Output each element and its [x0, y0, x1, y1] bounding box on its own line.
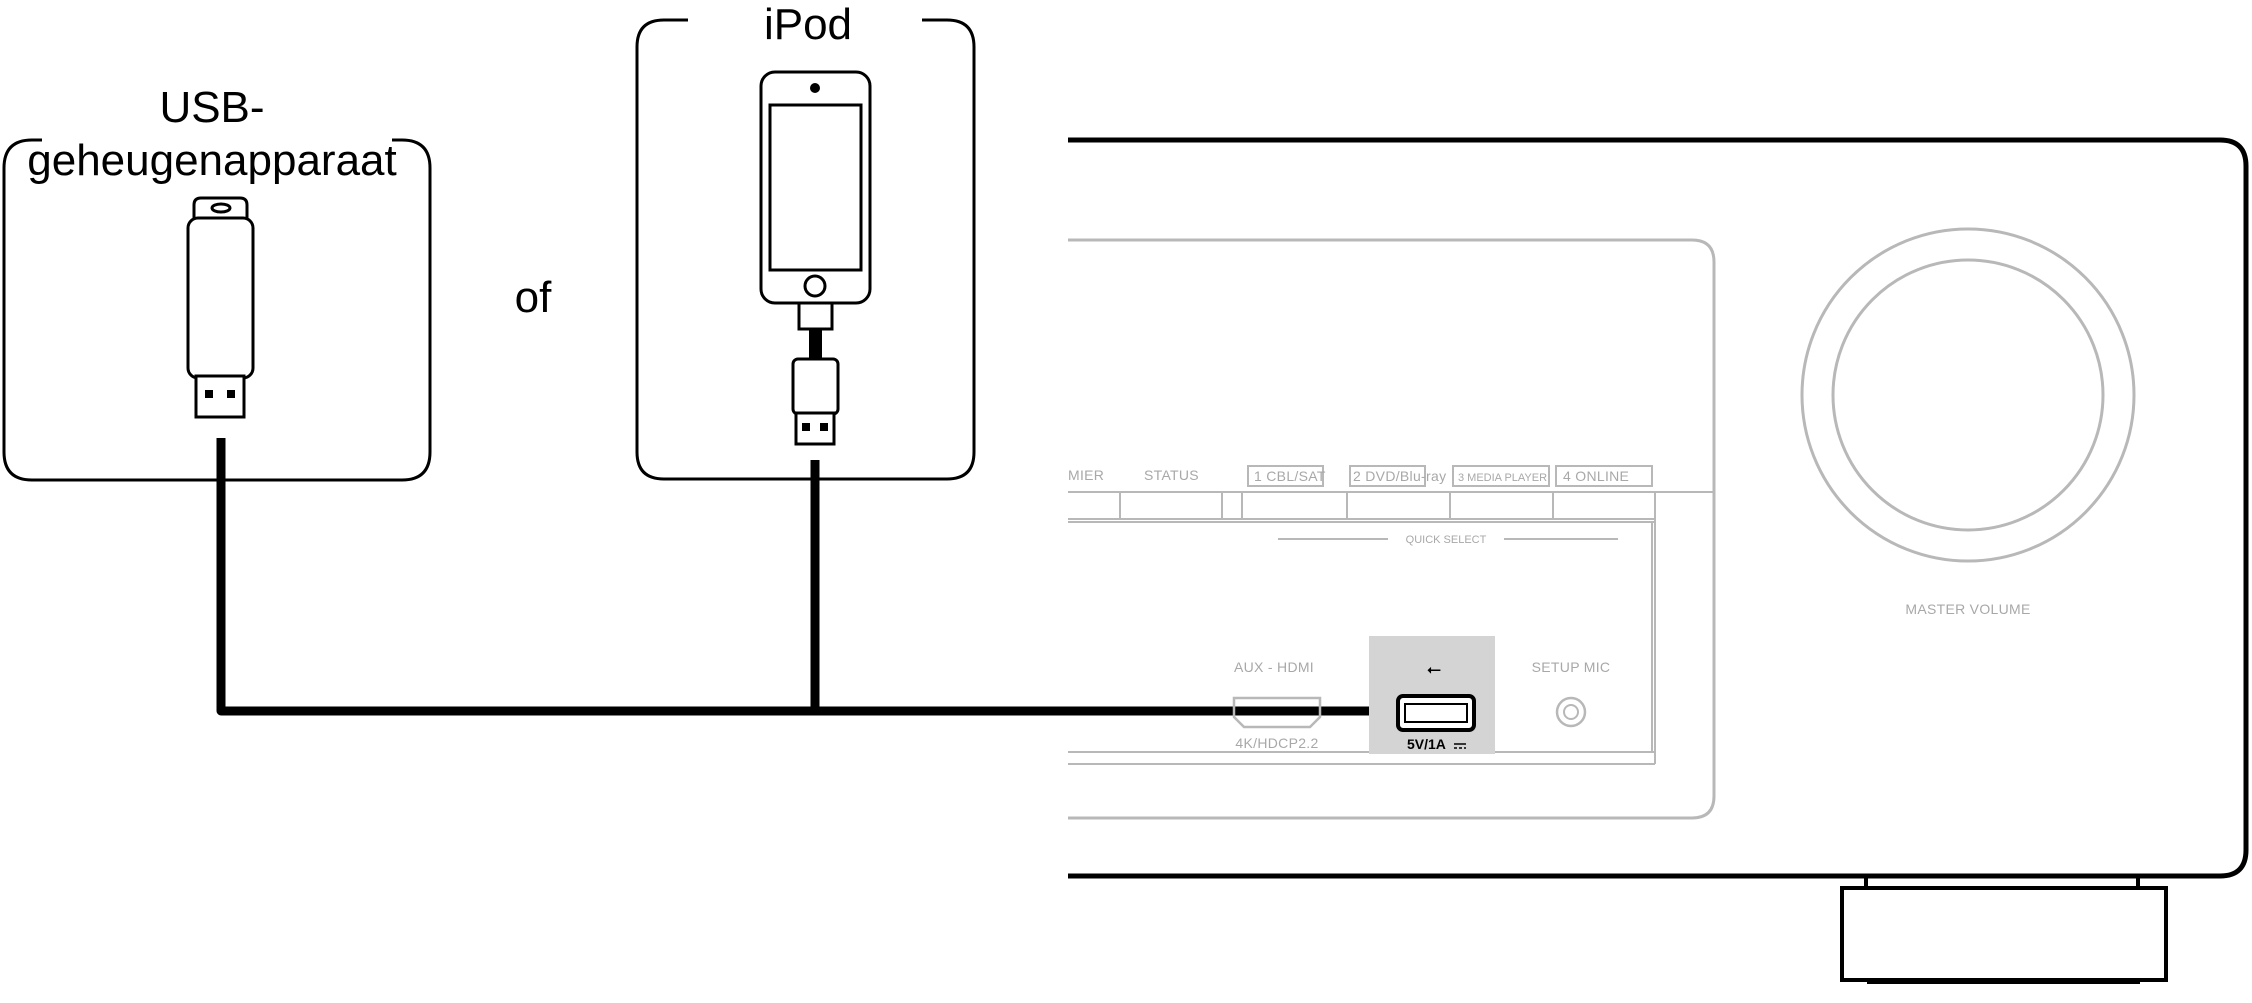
- usb-device-group: USB- geheugenapparaat: [2, 83, 432, 482]
- setup-mic-jack: [1555, 696, 1587, 728]
- quick-select-label: QUICK SELECT: [1406, 534, 1487, 546]
- button-label-media-player: 3 MEDIA PLAYER: [1458, 472, 1547, 484]
- or-label: of: [515, 273, 552, 322]
- receiver-outline: [1068, 137, 2249, 879]
- ipod-icon: [759, 70, 872, 305]
- master-volume-knob-outer: [1800, 227, 2136, 563]
- button-label-mier: MIER: [1068, 467, 1104, 483]
- setup-mic-label: SETUP MIC: [1532, 659, 1611, 675]
- button-label-online: 4 ONLINE: [1563, 468, 1629, 484]
- ipod-cable-icon: [791, 301, 840, 446]
- usb-symbol-icon: ⭠: [1427, 659, 1441, 680]
- usb-device-label-line2: geheugenapparaat: [27, 136, 396, 185]
- hdcp-label: 4K/HDCP2.2: [1235, 735, 1318, 751]
- master-volume-knob-inner: [1831, 258, 2105, 532]
- front-panel-frame: [1068, 238, 1716, 820]
- usb-stick-icon: [186, 196, 255, 419]
- ipod-label: iPod: [764, 0, 852, 49]
- aux-hdmi-label: AUX - HDMI: [1234, 659, 1314, 675]
- button-label-status: STATUS: [1144, 467, 1199, 483]
- usb-rating-label: 5V/1A: [1407, 736, 1446, 752]
- ipod-group: iPod: [635, 0, 976, 481]
- usb-cable: [216, 438, 1404, 716]
- master-volume-label: MASTER VOLUME: [1905, 601, 2030, 617]
- receiver-foot: [1840, 878, 2168, 984]
- button-row: [1068, 465, 1714, 765]
- button-label-dvd-bluray: 2 DVD/Blu-ray: [1353, 468, 1446, 484]
- usb-device-label-line1: USB-: [159, 83, 264, 132]
- usb-port: [1396, 694, 1476, 732]
- hdmi-port-icon: [1232, 696, 1322, 729]
- av-receiver: MIER STATUS 1 CBL/SAT 2 DVD/Blu-ray 3 ME…: [1068, 137, 2249, 984]
- button-label-cbl-sat: 1 CBL/SAT: [1254, 468, 1326, 484]
- ipod-frame: [635, 18, 976, 481]
